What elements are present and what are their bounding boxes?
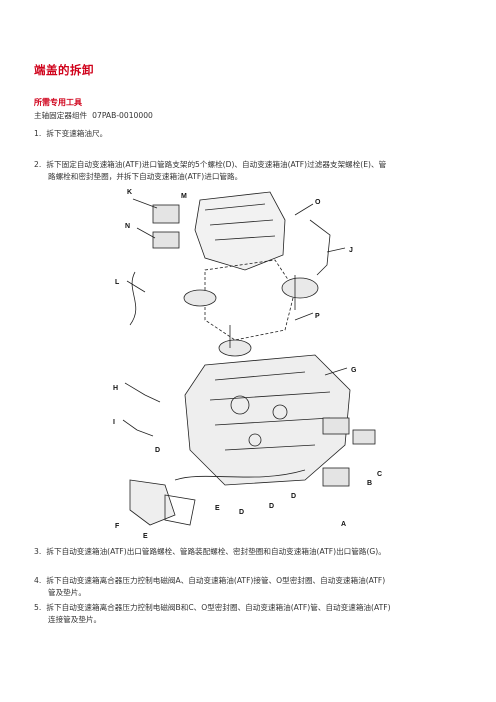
step-text: 拆下固定自动变速箱油(ATF)进口管路支架的5个螺栓(D)、自动变速箱油(ATF… bbox=[46, 160, 387, 169]
callout-j: J bbox=[349, 247, 353, 254]
callout-d-2: D bbox=[291, 493, 296, 500]
step-text-continued: 路螺栓和密封垫圈，并拆下自动变速箱油(ATF)进口管路。 bbox=[48, 172, 243, 181]
callout-h: H bbox=[113, 385, 118, 392]
callout-d-4: D bbox=[239, 509, 244, 516]
callout-d-1: D bbox=[155, 447, 160, 454]
step-number: 1. bbox=[34, 129, 42, 138]
tool-name: 主轴固定器组件 bbox=[34, 111, 88, 120]
callout-f: F bbox=[115, 523, 120, 530]
step-3: 3. 拆下自动变速箱油(ATF)出口管路螺栓、管路装配螺栓、密封垫圈和自动变速箱… bbox=[34, 546, 466, 558]
step-number: 4. bbox=[34, 576, 42, 585]
tool-code: 07PAB-0010000 bbox=[92, 111, 153, 120]
callout-n: N bbox=[125, 223, 130, 230]
step-1: 1. 拆下变速箱油尺。 bbox=[34, 128, 466, 140]
step-number: 5. bbox=[34, 603, 42, 612]
step-5: 5. 拆下自动变速箱离合器压力控制电磁阀B和C、O型密封圈、自动变速箱油(ATF… bbox=[34, 602, 466, 626]
step-text: 拆下变速箱油尺。 bbox=[46, 129, 108, 138]
step-number: 2. bbox=[34, 160, 42, 169]
step-text: 拆下自动变速箱离合器压力控制电磁阀A、自动变速箱油(ATF)接管、O型密封圈、自… bbox=[46, 576, 386, 585]
callout-m: M bbox=[181, 193, 187, 200]
tools-heading: 所需专用工具 bbox=[34, 98, 82, 107]
callout-i: I bbox=[113, 419, 115, 426]
tool-item: 主轴固定器组件 07PAB-0010000 bbox=[34, 110, 153, 121]
callout-p: P bbox=[315, 313, 320, 320]
step-number: 3. bbox=[34, 547, 42, 556]
callout-e-2: E bbox=[143, 533, 148, 540]
callout-b: B bbox=[367, 480, 372, 487]
callout-e-1: E bbox=[215, 505, 220, 512]
callout-c: C bbox=[377, 471, 382, 478]
step-text-continued: 管及垫片。 bbox=[48, 588, 86, 597]
step-text: 拆下自动变速箱油(ATF)出口管路螺栓、管路装配螺栓、密封垫圈和自动变速箱油(A… bbox=[46, 547, 386, 556]
callout-k: K bbox=[127, 189, 132, 196]
step-text-continued: 连接管及垫片。 bbox=[48, 615, 102, 624]
transmission-exploded-diagram: K M O N J L P G H I D C B D D E D F A E bbox=[113, 189, 382, 540]
step-4: 4. 拆下自动变速箱离合器压力控制电磁阀A、自动变速箱油(ATF)接管、O型密封… bbox=[34, 575, 466, 599]
callout-a: A bbox=[341, 521, 346, 528]
step-text: 拆下自动变速箱离合器压力控制电磁阀B和C、O型密封圈、自动变速箱油(ATF)管、… bbox=[46, 603, 391, 612]
callout-l: L bbox=[115, 279, 120, 286]
step-2: 2. 拆下固定自动变速箱油(ATF)进口管路支架的5个螺栓(D)、自动变速箱油(… bbox=[34, 159, 466, 183]
callout-o: O bbox=[315, 199, 321, 206]
callout-d-3: D bbox=[269, 503, 274, 510]
callout-g: G bbox=[351, 367, 357, 374]
page-title: 端盖的拆卸 bbox=[34, 63, 94, 77]
